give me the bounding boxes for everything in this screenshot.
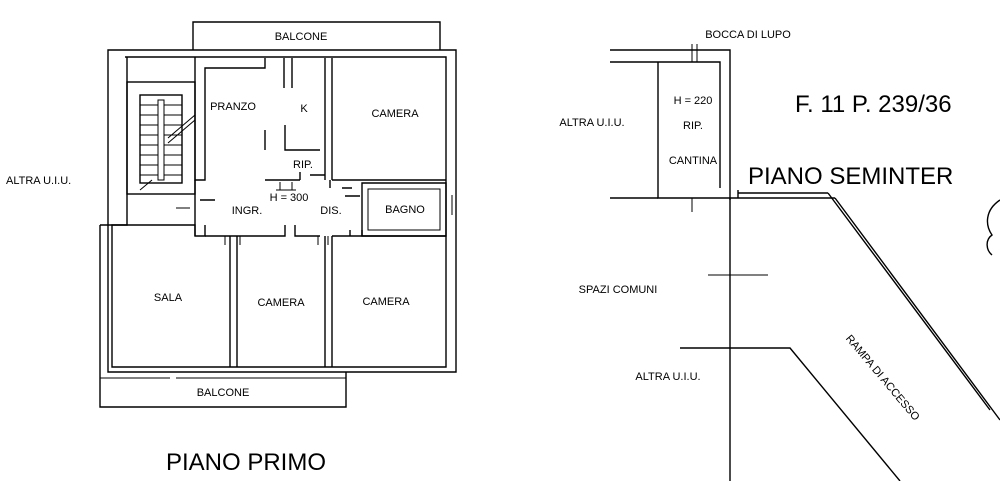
height-label: H = 300 <box>270 192 309 204</box>
right-edge-curve <box>986 199 1000 256</box>
wall-step <box>99 224 112 372</box>
outer-wall <box>107 49 457 373</box>
balcony-bottom-outline <box>99 372 347 408</box>
balcony-top-label: BALCONE <box>275 31 328 43</box>
corridor-marker <box>276 182 296 191</box>
living-label: SALA <box>154 292 183 304</box>
first-floor-title: PIANO PRIMO <box>166 449 326 476</box>
cellar-label: CANTINA <box>669 155 718 167</box>
lower-doors <box>224 236 329 245</box>
neighbor-label-left: ALTRA U.I.U. <box>6 175 71 187</box>
common-areas-label: SPAZI COMUNI <box>579 284 658 296</box>
bathroom-side <box>445 195 453 215</box>
entrance-walls <box>194 180 360 237</box>
neighbor-label-top: ALTRA U.I.U. <box>559 117 624 129</box>
balcony-top-outline <box>192 21 441 50</box>
entrance-label: INGR. <box>232 205 263 217</box>
kitchen-label: K <box>300 103 308 115</box>
basement-top-wall <box>610 49 731 190</box>
balcony-bottom-label: BALCONE <box>197 387 250 399</box>
bathroom-wall-line <box>367 188 441 231</box>
basement-title-line2: PIANO SEMINTER <box>748 163 953 190</box>
window-well-label: BOCCA DI LUPO <box>705 29 791 41</box>
landing-label: DIS. <box>320 205 341 217</box>
bathroom-label: BAGNO <box>385 204 425 216</box>
bedroom-mid-label: CAMERA <box>257 297 305 309</box>
common-area-lines <box>610 192 835 199</box>
neighbor-label-bottom: ALTRA U.I.U. <box>635 371 700 383</box>
basement-storage-label: RIP. <box>683 120 703 132</box>
staircase <box>126 81 196 195</box>
interior-walls-upper <box>194 57 446 181</box>
bedroom-right-label: CAMERA <box>362 296 410 308</box>
kitchen-storage-walls <box>264 125 325 181</box>
ramp-lines <box>680 192 1000 481</box>
ramp-label: RAMPA DI ACCESSO <box>843 333 922 424</box>
first-floor-plan <box>99 21 457 408</box>
basement-plan <box>610 44 1000 481</box>
basement-title-line1: F. 11 P. 239/36 <box>795 91 952 118</box>
dining-label: PRANZO <box>210 101 256 113</box>
window-well-marker <box>691 44 698 62</box>
lower-partition-walls <box>112 224 446 367</box>
storage-label: RIP. <box>293 159 313 171</box>
basement-height-label: H = 220 <box>674 95 713 107</box>
bedroom-top-label: CAMERA <box>371 108 419 120</box>
